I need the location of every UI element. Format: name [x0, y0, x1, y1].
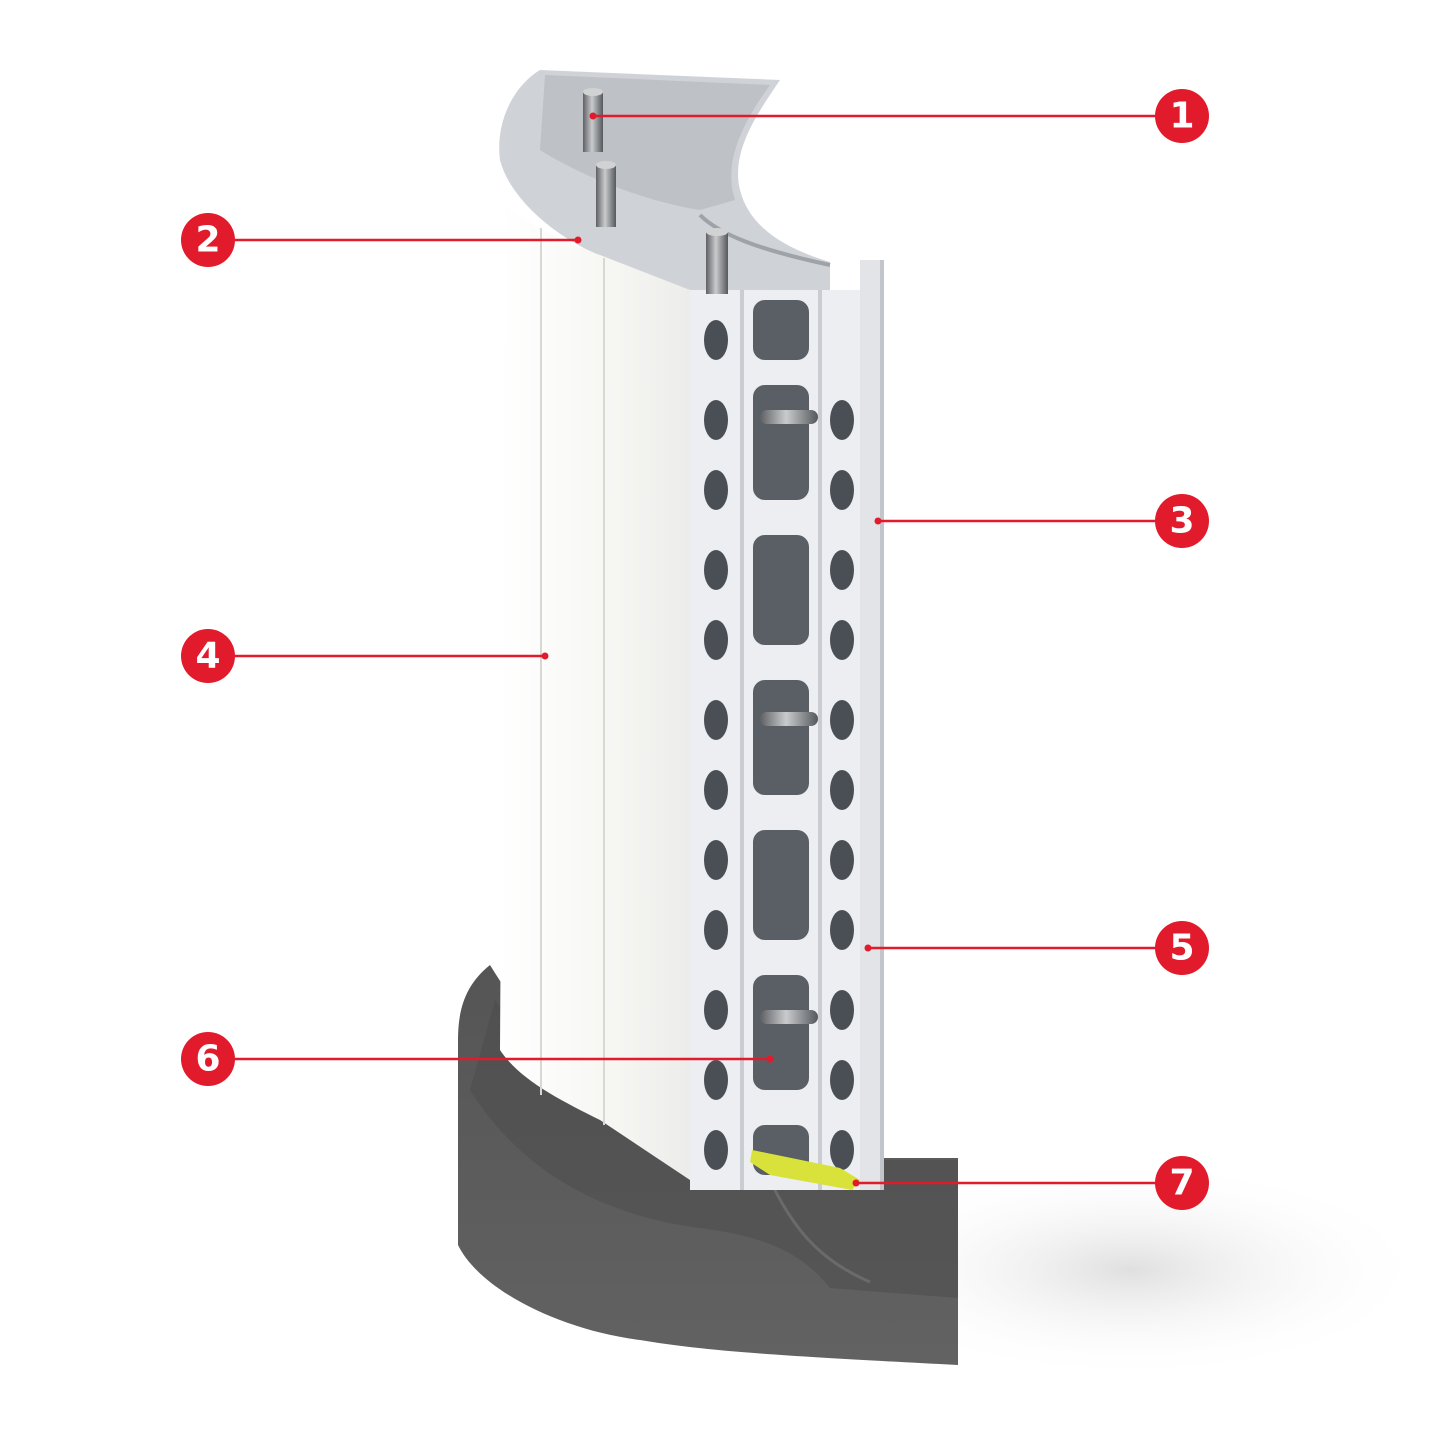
frame-hole [704, 1060, 728, 1100]
callout-number-6: 6 [195, 1039, 220, 1080]
callout-badge-4: 4 [181, 629, 235, 683]
frame-hole [830, 990, 854, 1030]
ground-shadow [830, 1160, 1430, 1380]
callout-leaders [235, 114, 1160, 1185]
callout-badge-1: 1 [1155, 89, 1209, 143]
frame-window [753, 300, 809, 360]
callout-badge-6: 6 [181, 1032, 235, 1086]
frame-hole [704, 840, 728, 880]
frame-hole [704, 320, 728, 360]
frame-hole [830, 620, 854, 660]
frame-hole [704, 470, 728, 510]
frame-hole [830, 1060, 854, 1100]
callout-number-3: 3 [1169, 501, 1194, 542]
front-panel [500, 205, 690, 1180]
waterstop-seal [750, 1150, 860, 1190]
frame-hole [830, 470, 854, 510]
frame-holes [704, 320, 854, 1170]
callout-badge-5: 5 [1155, 921, 1209, 975]
callout-badge-2: 2 [181, 213, 235, 267]
callout-number-2: 2 [195, 220, 220, 261]
frame-window [753, 535, 809, 645]
frame-window [753, 975, 809, 1090]
frame-hole [704, 990, 728, 1030]
frame-window [753, 385, 809, 500]
callout-anchor-dots [541, 112, 882, 1187]
callout-badge-3: 3 [1155, 494, 1209, 548]
tie-pins [760, 410, 818, 1024]
frame-hole [704, 620, 728, 660]
callout-number-7: 7 [1169, 1163, 1194, 1204]
frame-hole [704, 550, 728, 590]
vertical-rods [583, 88, 728, 294]
frame-hole [830, 770, 854, 810]
frame-hole [704, 400, 728, 440]
frame-hole [830, 1130, 854, 1170]
frame-hole [704, 700, 728, 740]
frame-window [753, 680, 809, 795]
frame-hole [830, 550, 854, 590]
frame-hole [830, 400, 854, 440]
callout-badge-7: 7 [1155, 1156, 1209, 1210]
callout-number-4: 4 [195, 636, 220, 677]
frame-hole [704, 1130, 728, 1170]
frame-windows [753, 300, 809, 1175]
frame-window [753, 830, 809, 940]
frame-hole [830, 910, 854, 950]
frame-hole [704, 770, 728, 810]
frame-hole [830, 700, 854, 740]
callout-number-1: 1 [1169, 96, 1194, 137]
frame-hole [704, 910, 728, 950]
frame-hole [830, 840, 854, 880]
callout-number-5: 5 [1169, 928, 1194, 969]
